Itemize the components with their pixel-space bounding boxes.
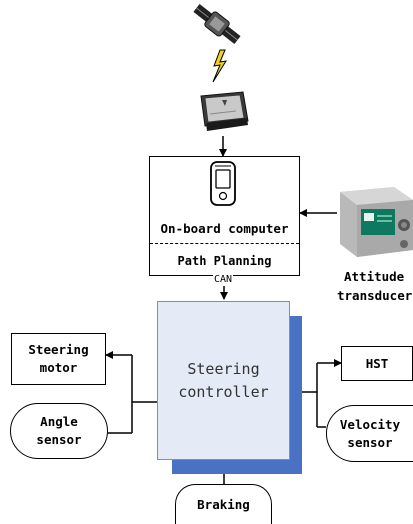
angle-sensor-line2: sensor — [36, 432, 82, 447]
velocity-sensor-line1: Velocity — [339, 416, 401, 432]
steering-controller-box: Steering controller — [157, 301, 290, 460]
steering-controller-line2: controller — [178, 382, 269, 401]
steering-motor-line2: motor — [39, 360, 78, 375]
hst-label: HST — [365, 356, 389, 371]
steering-controller-line1: Steering — [187, 359, 260, 378]
divider — [150, 243, 299, 244]
handheld-device-icon — [210, 161, 236, 206]
braking-label: Braking — [197, 497, 250, 512]
can-bus-label: CAN — [213, 274, 234, 285]
attitude-transducer-line1: Attitude — [344, 269, 405, 284]
velocity-sensor-box: Velocity sensor — [326, 405, 413, 462]
braking-box: Braking — [175, 484, 272, 524]
path-planning-label: Path Planning — [177, 254, 272, 268]
angle-sensor-line1: Angle — [40, 414, 78, 429]
steering-motor-box: Steering motor — [11, 333, 106, 385]
onboard-computer-label: On-board computer — [160, 220, 289, 236]
hst-box: HST — [341, 346, 413, 381]
onboard-computer-box: On-board computer Path Planning — [149, 156, 300, 276]
angle-sensor-box: Angle sensor — [10, 403, 108, 459]
steering-motor-line1: Steering — [28, 342, 89, 357]
attitude-transducer-line2: transducer — [337, 288, 413, 303]
velocity-sensor-line2: sensor — [347, 434, 393, 450]
